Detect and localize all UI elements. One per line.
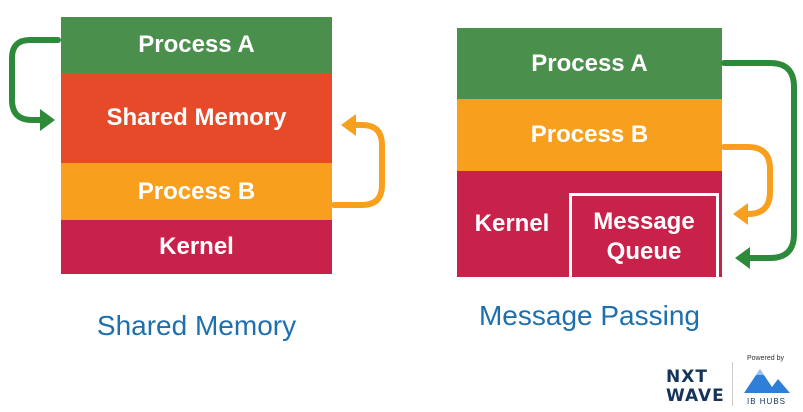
mp-process-b-block: Process B (457, 99, 722, 171)
mp-caption: Message Passing (478, 300, 700, 331)
sm-process-a-label: Process A (138, 31, 255, 58)
ibhubs-label: IB HUBS (747, 397, 787, 406)
sm-caption: Shared Memory (96, 310, 297, 341)
mp-message-queue-box: Message Queue (569, 193, 719, 277)
mp-kernel-label: Kernel (474, 210, 550, 237)
mp-kernel-block: Kernel Message Queue (457, 171, 722, 277)
sm-shared-memory-label: Shared Memory (106, 104, 287, 131)
mp-orange-arrow-icon (721, 144, 773, 217)
sm-process-b-block: Process B (61, 163, 332, 220)
nxtwave-logo: NXT WAVE (666, 368, 725, 406)
mp-orange-arrowhead-icon (733, 203, 748, 225)
sm-orange-arrowhead-icon (341, 114, 356, 136)
mp-green-arrow-icon (721, 60, 797, 261)
logo-divider (732, 362, 733, 406)
mp-message-queue-line1: Message (593, 207, 695, 235)
sm-kernel-block: Kernel (61, 220, 332, 274)
sm-process-b-label: Process B (137, 177, 256, 205)
mp-green-arrowhead-icon (735, 247, 750, 269)
logo-line1: NXT (666, 367, 708, 387)
mp-process-a-label: Process A (531, 49, 648, 77)
sm-orange-arrow-icon (331, 122, 385, 208)
powered-by-label: Powered by (747, 355, 784, 362)
sm-process-a-block: Process A (61, 17, 332, 73)
ibhubs-mountain-icon (744, 369, 790, 393)
mp-process-a-block: Process A (457, 28, 722, 99)
sm-shared-memory-block: Shared Memory (61, 73, 332, 163)
mp-kernel-area: Kernel (457, 171, 567, 277)
logo-line2: WAVE (666, 386, 725, 406)
sm-kernel-label: Kernel (159, 233, 234, 260)
sm-green-arrow-icon (9, 37, 61, 123)
mp-process-b-label: Process B (530, 121, 649, 148)
sm-green-arrowhead-icon (40, 109, 55, 131)
mp-message-queue-line2: Queue (606, 237, 682, 265)
